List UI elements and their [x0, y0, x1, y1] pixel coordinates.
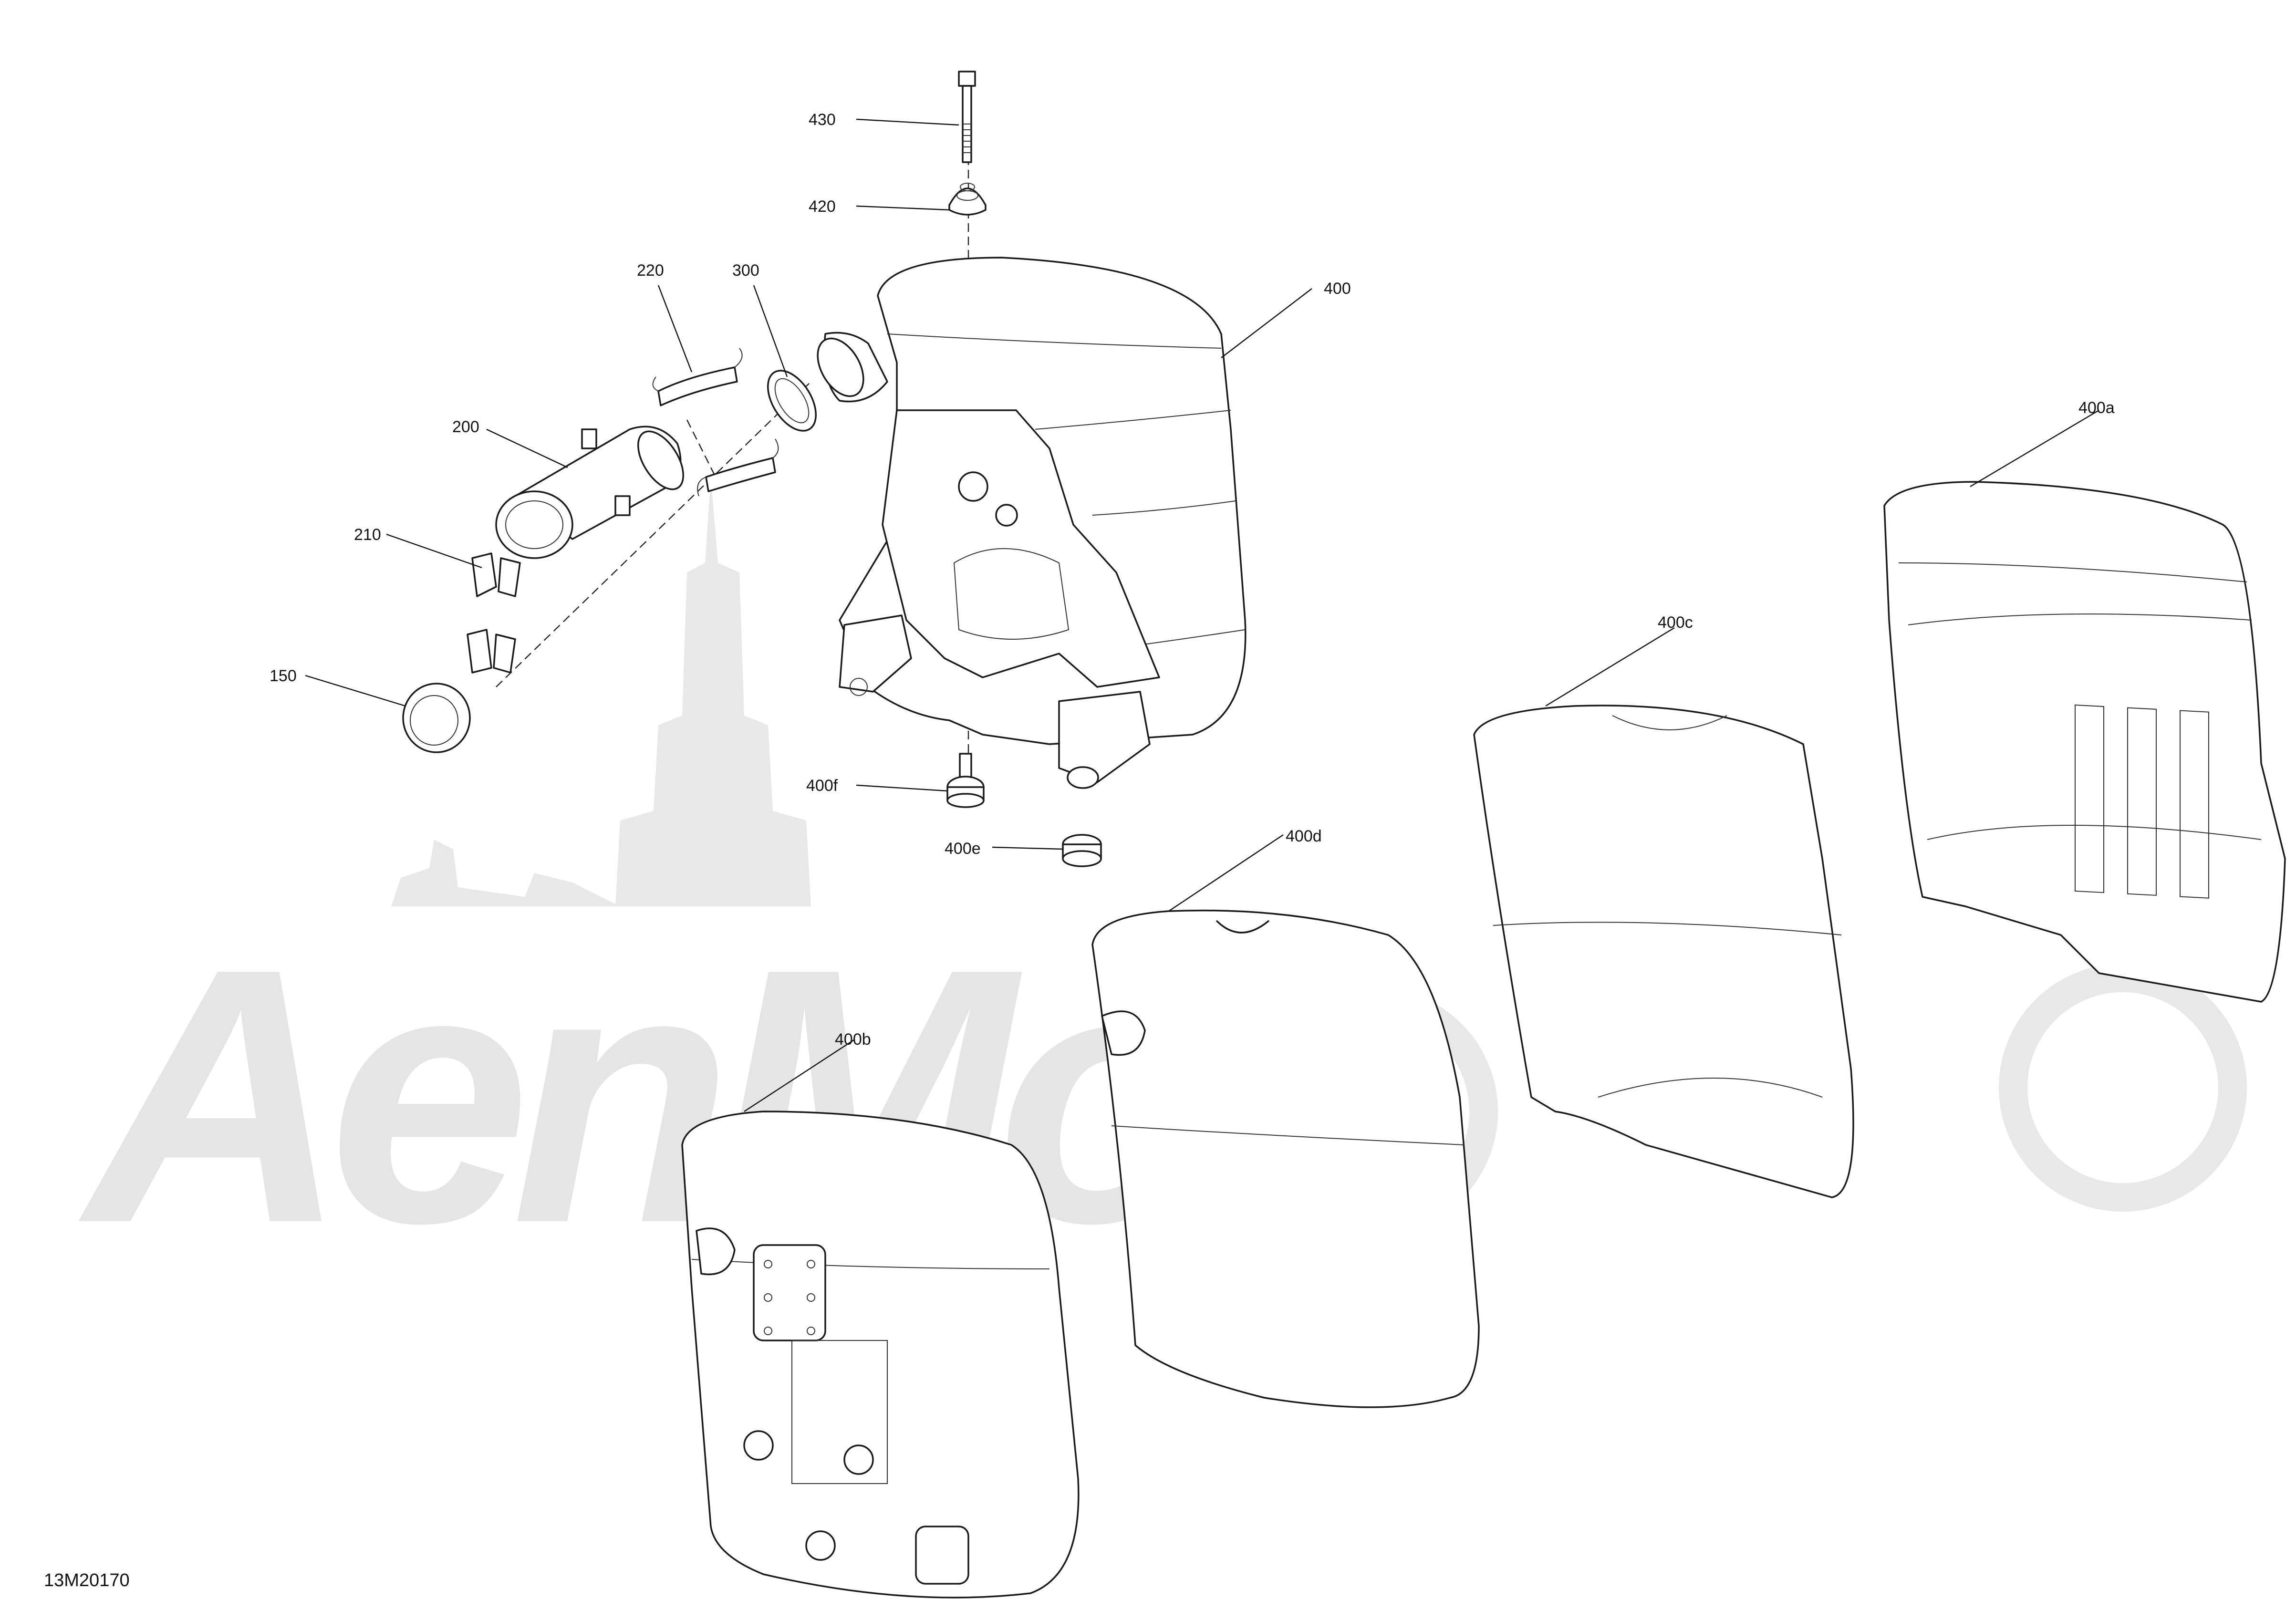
part-400d-shield: [1091, 909, 1480, 1408]
callout-400b: 400b: [835, 1030, 871, 1049]
callout-400a: 400a: [2078, 399, 2115, 417]
part-430-bolt: [958, 71, 976, 163]
part-400a-shield: [1883, 481, 2286, 1003]
callout-150: 150: [270, 667, 297, 685]
callout-400e: 400e: [945, 840, 981, 858]
part-420-grommet: [948, 183, 987, 216]
callout-220: 220: [637, 261, 664, 280]
watermark-spire-icon: [615, 477, 811, 906]
part-300-gasket: [767, 370, 817, 432]
part-400f-stud: [946, 753, 985, 808]
watermark-wheel-icon: [1999, 964, 2247, 1212]
figure-id: 13M20170: [44, 1570, 130, 1590]
callout-200: 200: [452, 418, 479, 436]
part-400c-shield: [1473, 705, 1854, 1198]
callout-400d: 400d: [1286, 827, 1322, 845]
axis-inlet: [496, 381, 811, 687]
callout-400f: 400f: [806, 777, 838, 795]
callout-300: 300: [732, 261, 759, 280]
part-400-muffler: [817, 257, 1247, 789]
callout-210: 210: [354, 526, 381, 544]
watermark: AenMo: [74, 477, 2247, 1298]
callout-400: 400: [1324, 280, 1351, 298]
part-400e-mount: [1062, 834, 1102, 867]
part-200-pipe: [495, 426, 684, 559]
callout-430: 430: [809, 111, 836, 129]
axis-clamp: [686, 419, 717, 478]
part-210-sensors: [467, 552, 521, 674]
callouts: 430 420 220 300 400 200 210 150 400a 400…: [270, 111, 2115, 1049]
part-220-springs: [652, 348, 779, 497]
callout-420: 420: [809, 197, 836, 216]
part-400b-shield: [681, 1111, 1080, 1599]
callout-400c: 400c: [1658, 613, 1693, 632]
watermark-skyline-icon: [391, 840, 620, 906]
leader-lines: [305, 118, 2099, 1112]
assembly-axes: [496, 143, 969, 782]
part-150-ring: [402, 683, 471, 753]
